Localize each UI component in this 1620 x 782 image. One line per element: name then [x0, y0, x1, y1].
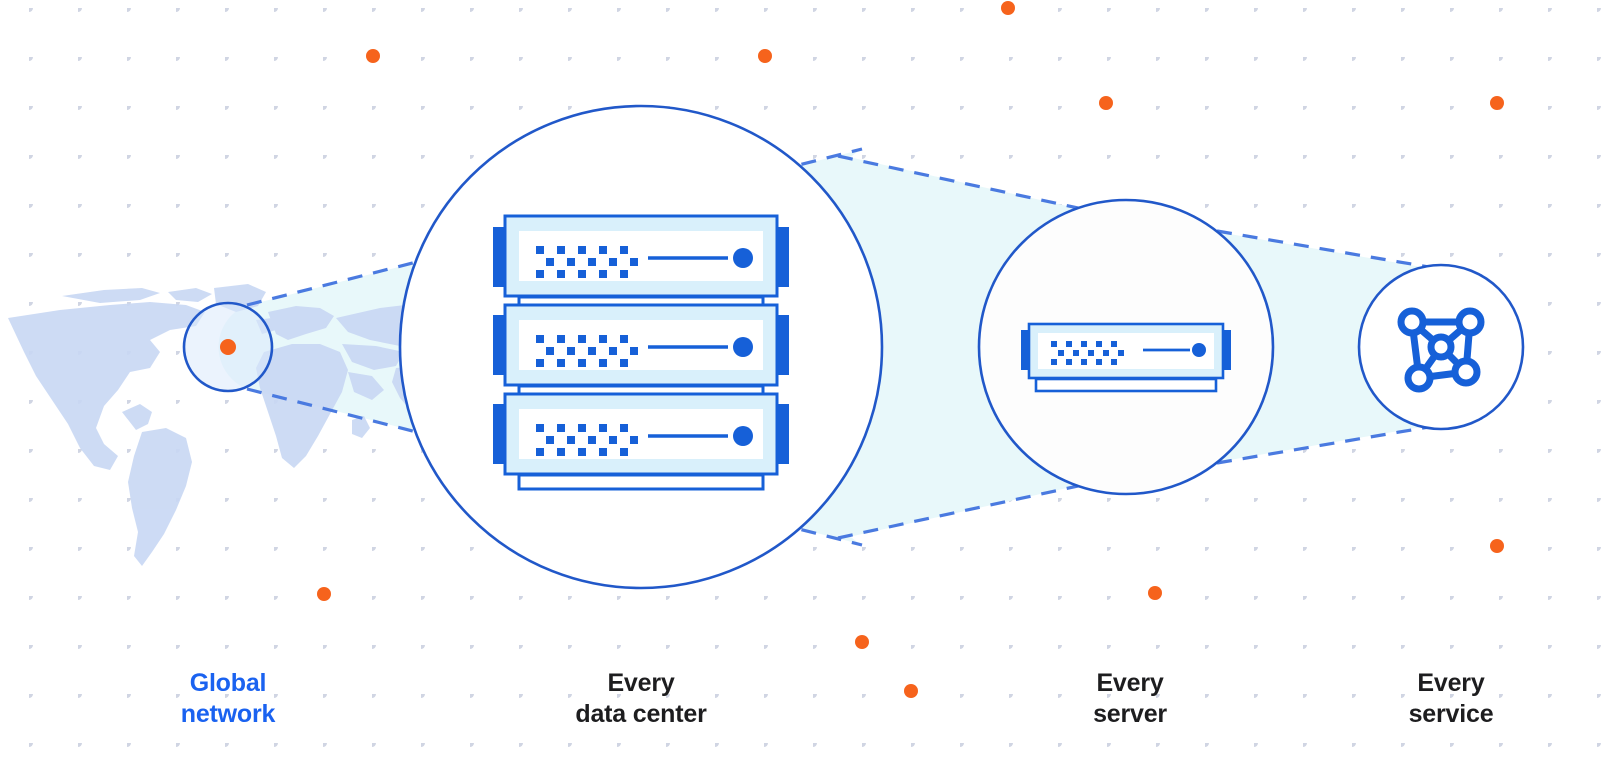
- server-led-grid-1: [536, 246, 638, 278]
- server-led-grid-2: [536, 335, 638, 367]
- server-rack-unit-2: [493, 303, 789, 387]
- dashed-upper-server-to-service: [1216, 229, 1483, 278]
- server-rack-unit-1: [493, 214, 789, 298]
- stage-server[interactable]: [977, 198, 1275, 496]
- accent-dots: [317, 1, 1504, 698]
- server-led-grid-3: [536, 424, 638, 456]
- server-unit-icon: [1021, 322, 1231, 393]
- label-server: Every server: [1093, 669, 1167, 728]
- network-mesh-icon: [1397, 307, 1485, 393]
- server-rack-base-rail: [517, 473, 765, 491]
- server-led-grid-single: [1051, 341, 1124, 365]
- label-global-network: Global network: [180, 669, 276, 728]
- server-rack-unit-3: [493, 392, 789, 476]
- map-location-marker: [220, 339, 236, 355]
- label-data-center: Every data center: [575, 669, 707, 728]
- stage-service[interactable]: [1357, 263, 1525, 431]
- label-service: Every service: [1408, 669, 1494, 728]
- dashed-lower-server-to-service: [1216, 416, 1483, 465]
- stage-global-network[interactable]: [182, 301, 274, 393]
- stage-data-center[interactable]: [398, 104, 884, 590]
